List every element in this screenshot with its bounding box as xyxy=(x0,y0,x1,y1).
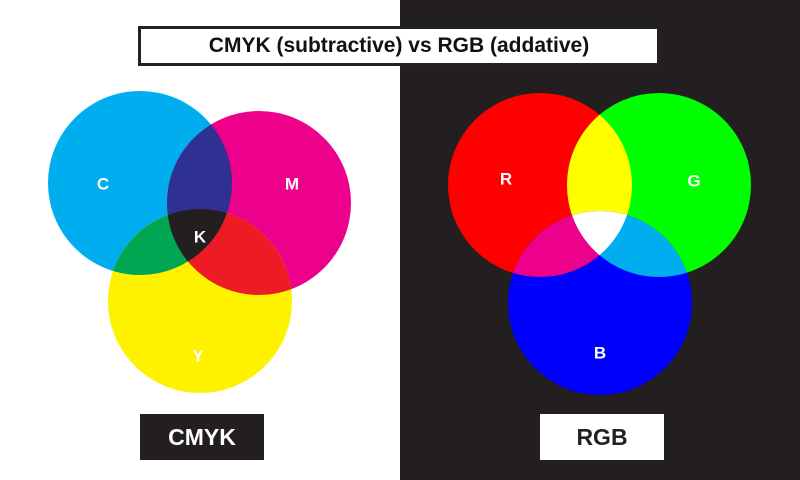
label-m: M xyxy=(285,174,299,193)
label-r: R xyxy=(500,169,512,188)
cmyk-caption: CMYK xyxy=(140,414,264,460)
cmyk-diagram: C M K Y xyxy=(48,91,351,393)
rgb-caption: RGB xyxy=(540,414,664,460)
cyan-yellow-overlap xyxy=(108,209,232,275)
label-k: K xyxy=(194,227,207,246)
page-title: CMYK (subtractive) vs RGB (addative) xyxy=(138,26,660,66)
label-y: Y xyxy=(192,346,204,365)
label-g: G xyxy=(687,171,700,190)
green-blue-overlap xyxy=(567,211,692,277)
red-blue-overlap xyxy=(508,211,632,277)
rgb-diagram: R G B xyxy=(448,93,751,395)
label-c: C xyxy=(97,174,109,193)
magenta-yellow-overlap xyxy=(167,209,292,295)
label-b: B xyxy=(594,343,606,362)
